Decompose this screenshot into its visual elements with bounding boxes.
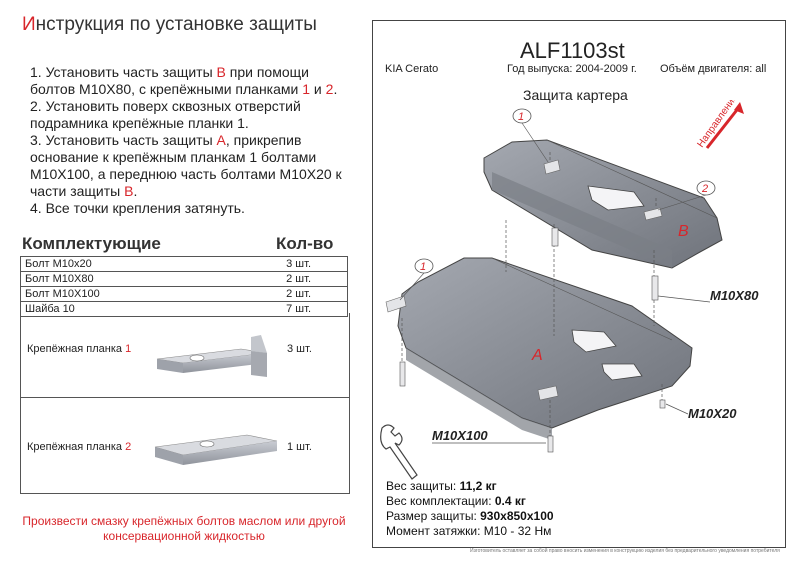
direction-label: Направление движения	[695, 100, 768, 150]
plate-1-qty: 3 шт.	[287, 343, 312, 355]
diagram-subtitle: Защита картера	[523, 87, 628, 103]
callout-1-top: 1	[512, 108, 549, 163]
production-years: Год выпуска: 2004-2009 г.	[507, 63, 637, 75]
bolt-label-m10x20: M10X20	[688, 406, 737, 421]
svg-text:2: 2	[701, 183, 708, 195]
step-2: 2. Установить поверх сквозных отверстий …	[30, 98, 301, 131]
bolt-label-m10x80: M10X80	[710, 288, 759, 303]
direction-arrowhead	[734, 102, 744, 114]
car-model: KIA Cerato	[385, 63, 439, 75]
part-b-letter: B	[678, 223, 689, 240]
part-b-plate	[483, 139, 723, 269]
spec-size: Размер защиты: 930x850x100	[386, 509, 554, 523]
assembly-diagram: Направление движения B A	[380, 100, 768, 480]
spec-torque: Момент затяжки: М10 - 32 Нм	[386, 524, 552, 538]
wrench-icon	[380, 424, 418, 480]
plate-1-label: Крепёжная планка 1	[27, 343, 132, 355]
part-a-plate	[397, 257, 693, 440]
svg-text:Направление движения: Направление движения	[695, 100, 768, 150]
page-title: Инструкция по установке защиты	[22, 14, 317, 35]
plate-1-image	[156, 335, 268, 377]
step-1: 1. Установить часть защиты B при помощи …	[30, 64, 338, 97]
plate-2-qty: 1 шт.	[287, 441, 312, 453]
step-4: 4. Все точки крепления затянуть.	[30, 200, 245, 216]
specs-block: Вес защиты: 11,2 кг Вес комплектации: 0.…	[386, 479, 554, 539]
kit-heading: Комплектующие	[22, 234, 161, 253]
plate-2-image	[154, 434, 278, 465]
callout-2: 2	[657, 180, 716, 211]
plate-2-row: Крепёжная планка 2 1 шт.	[20, 397, 350, 494]
lubrication-note: Произвести смазку крепёжных болтов масло…	[22, 514, 346, 543]
product-code: ALF1103st	[520, 38, 625, 63]
svg-text:1: 1	[420, 261, 426, 273]
callout-1-left: 1	[399, 258, 434, 301]
step-3: 3. Установить часть защиты А, прикрепив …	[30, 132, 342, 199]
plate-2-label: Крепёжная планка 2	[27, 441, 132, 453]
bolt-label-m10x100: M10X100	[432, 428, 488, 443]
svg-text:1: 1	[518, 111, 524, 123]
part-a-letter: A	[531, 347, 543, 364]
engine-volume: Объём двигателя: all	[660, 63, 767, 75]
plate-1-row: Крепёжная планка 1 3 шт.	[20, 313, 350, 398]
qty-heading: Кол-во	[276, 234, 334, 253]
diagram-frame	[372, 20, 786, 548]
direction-arrow	[705, 105, 742, 149]
spec-weight: Вес защиты: 11,2 кг	[386, 479, 497, 493]
spec-kit-weight: Вес комплектации: 0.4 кг	[386, 494, 526, 508]
installation-steps: 1. Установить часть защиты B при помощи …	[30, 64, 350, 217]
footer-disclaimer: Изготовитель оставляет за собой право вн…	[470, 548, 780, 554]
